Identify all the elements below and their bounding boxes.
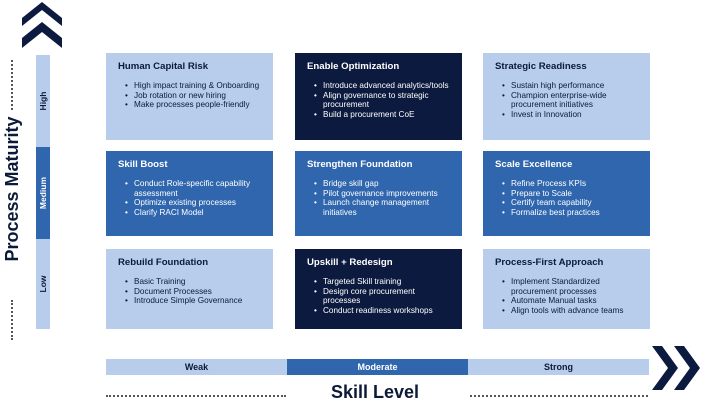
list-item: Clarify RACI Model	[125, 208, 261, 218]
list-item: Make processes people-friendly	[125, 100, 261, 110]
cell-list: Refine Process KPIs Prepare to Scale Cer…	[495, 179, 638, 217]
cell-human-capital-risk: Human Capital Risk High impact training …	[106, 53, 273, 140]
cell-list: Targeted Skill training Design core proc…	[307, 277, 450, 315]
x-axis-dashed-line-right	[470, 395, 648, 397]
list-item: Optimize existing processes	[125, 198, 261, 208]
y-axis-title: Process Maturity	[2, 116, 22, 262]
cell-list: Introduce advanced analytics/tools Align…	[307, 81, 450, 119]
list-item: Conduct Role-specific capability assessm…	[125, 179, 261, 198]
cell-list: Conduct Role-specific capability assessm…	[118, 179, 261, 217]
list-item: Invest in Innovation	[502, 110, 638, 120]
list-item: Prepare to Scale	[502, 189, 638, 199]
cell-rebuild-foundation: Rebuild Foundation Basic Training Docume…	[106, 249, 273, 329]
x-level-moderate: Moderate	[287, 359, 468, 375]
cell-list: Implement Standardized procurement proce…	[495, 277, 638, 315]
list-item: Targeted Skill training	[314, 277, 450, 287]
list-item: Job rotation or new hiring	[125, 91, 261, 101]
cell-list: Basic Training Document Processes Introd…	[118, 277, 261, 306]
y-level-label: Low	[38, 275, 48, 293]
list-item: Introduce Simple Governance	[125, 296, 261, 306]
list-item: Introduce advanced analytics/tools	[314, 81, 450, 91]
y-level-label: Medium	[38, 176, 48, 210]
list-item: Build a procurement CoE	[314, 110, 450, 120]
y-level-low: Low	[36, 239, 50, 329]
cell-upskill-redesign: Upskill + Redesign Targeted Skill traini…	[295, 249, 462, 329]
y-level-medium: Medium	[36, 147, 50, 239]
list-item: Automate Manual tasks	[502, 296, 638, 306]
cell-list: High impact training & Onboarding Job ro…	[118, 81, 261, 110]
list-item: Implement Standardized procurement proce…	[502, 277, 638, 296]
list-item: Document Processes	[125, 287, 261, 297]
cell-title: Enable Optimization	[307, 61, 400, 72]
cell-list: Sustain high performance Champion enterp…	[495, 81, 638, 119]
y-level-high: High	[36, 55, 50, 147]
cell-scale-excellence: Scale Excellence Refine Process KPIs Pre…	[483, 151, 650, 236]
list-item: Champion enterprise-wide procurement ini…	[502, 91, 638, 110]
list-item: Formalize best practices	[502, 208, 638, 218]
cell-skill-boost: Skill Boost Conduct Role-specific capabi…	[106, 151, 273, 236]
list-item: Conduct readiness workshops	[314, 306, 450, 316]
x-axis-title: Skill Level	[330, 382, 420, 402]
x-level-strong: Strong	[468, 359, 649, 375]
y-axis-dashed-line-top	[11, 60, 13, 110]
cell-strengthen-foundation: Strengthen Foundation Bridge skill gap P…	[295, 151, 462, 236]
list-item: Design core procurement processes	[314, 287, 450, 306]
y-level-label: High	[38, 91, 48, 111]
list-item: Align tools with advance teams	[502, 306, 638, 316]
cell-title: Scale Excellence	[495, 159, 573, 170]
cell-title: Process-First Approach	[495, 257, 604, 268]
cell-list: Bridge skill gap Pilot governance improv…	[307, 179, 450, 217]
list-item: Bridge skill gap	[314, 179, 450, 189]
list-item: Sustain high performance	[502, 81, 638, 91]
double-chevron-up-icon	[22, 2, 62, 48]
list-item: High impact training & Onboarding	[125, 81, 261, 91]
cell-enable-optimization: Enable Optimization Introduce advanced a…	[295, 53, 462, 140]
cell-title: Strategic Readiness	[495, 61, 587, 72]
double-chevron-right-icon	[652, 346, 700, 390]
list-item: Refine Process KPIs	[502, 179, 638, 189]
cell-title: Human Capital Risk	[118, 61, 209, 72]
list-item: Certify team capability	[502, 198, 638, 208]
list-item: Align governance to strategic procuremen…	[314, 91, 450, 110]
list-item: Basic Training	[125, 277, 261, 287]
cell-title: Skill Boost	[118, 159, 168, 170]
x-axis-dashed-line-left	[106, 395, 286, 397]
cell-title: Strengthen Foundation	[307, 159, 413, 170]
x-level-weak: Weak	[106, 359, 287, 375]
list-item: Launch change management initiatives	[314, 198, 450, 217]
cell-title: Upskill + Redesign	[307, 257, 393, 268]
cell-title: Rebuild Foundation	[118, 257, 209, 268]
cell-process-first-approach: Process-First Approach Implement Standar…	[483, 249, 650, 329]
cell-strategic-readiness: Strategic Readiness Sustain high perform…	[483, 53, 650, 140]
y-axis-dashed-line-bottom	[11, 300, 13, 340]
list-item: Pilot governance improvements	[314, 189, 450, 199]
